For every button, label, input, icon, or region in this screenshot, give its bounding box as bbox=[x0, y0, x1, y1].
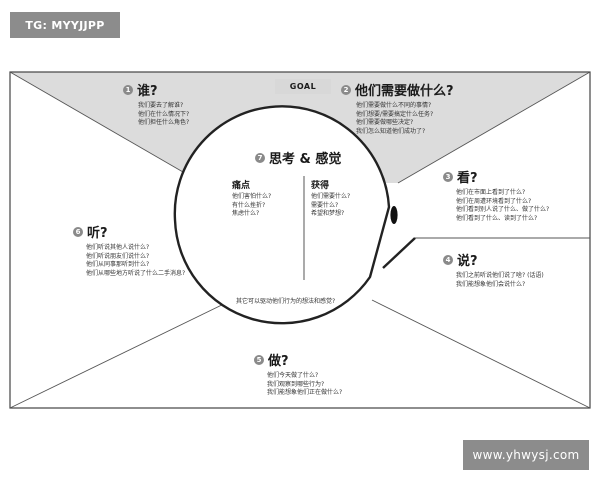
pains-title: 痛点 bbox=[232, 181, 251, 191]
do-what-item: 我们怎么知道他们成功了? bbox=[356, 127, 426, 135]
hear-item: 他们听说其他人说什么? bbox=[86, 244, 150, 251]
pains-block: 痛点 他们害怕什么? 有什么挫折? 焦虑什么? bbox=[232, 178, 271, 219]
pains-item: 有什么挫折? bbox=[232, 201, 266, 209]
do-title: 做? bbox=[268, 354, 289, 369]
do-what-number-badge: 2 bbox=[341, 84, 351, 95]
section-do-what: 2 他们需要做什么? 他们需要做什么不同的事情? 他们想要/需要搞定什么任务? 他… bbox=[341, 80, 454, 136]
diag-bottom-left bbox=[9, 299, 233, 409]
hear-item: 他们从哪些地方听说了什么二手消息? bbox=[86, 269, 186, 277]
gains-title: 获得 bbox=[311, 181, 330, 191]
think-feel-note: 其它可以驱动他们行为的想法和感觉? bbox=[236, 298, 336, 305]
do-what-item: 他们需要做哪些决定? bbox=[356, 119, 414, 127]
pains-item: 他们害怕什么? bbox=[232, 193, 272, 200]
head-outline bbox=[173, 105, 391, 325]
do-item: 他们今天做了什么? bbox=[267, 372, 319, 379]
diag-top-left bbox=[9, 71, 203, 184]
hear-number-badge: 6 bbox=[73, 226, 83, 237]
do-what-title: 他们需要做什么? bbox=[355, 84, 454, 99]
section-think-feel: 7 思考 & 感觉 bbox=[255, 148, 341, 167]
gains-item: 他们需要什么? bbox=[311, 193, 351, 200]
gains-item: 需要什么? bbox=[311, 201, 339, 209]
see-item: 他们在市面上看到了什么? bbox=[456, 189, 526, 196]
pains-item: 焦虑什么? bbox=[232, 210, 260, 218]
do-item: 我们观察到哪些行为? bbox=[267, 380, 325, 388]
gains-block: 获得 他们需要什么? 需要什么? 希望和梦想? bbox=[311, 178, 350, 219]
gains-item: 希望和梦想? bbox=[311, 210, 345, 218]
hear-title: 听? bbox=[87, 226, 108, 241]
who-item: 我们要去了解谁? bbox=[138, 102, 184, 109]
see-item: 他们看到了什么、读到了什么? bbox=[456, 214, 538, 222]
outer-frame bbox=[9, 71, 591, 409]
do-item: 我们能想象他们正在做什么? bbox=[267, 389, 343, 397]
section-say: 4 说? 我们之前听说他们说了啥? (话语) 我们能想象他们会说什么? bbox=[443, 250, 544, 289]
who-item: 他们在什么情况下? bbox=[138, 110, 190, 118]
hear-item: 他们听说朋友们说什么? bbox=[86, 252, 150, 260]
see-title: 看? bbox=[457, 171, 478, 186]
do-what-item: 他们想要/需要搞定什么任务? bbox=[356, 110, 434, 118]
who-number-badge: 1 bbox=[123, 84, 133, 95]
say-number-badge: 4 bbox=[443, 254, 453, 265]
hear-item: 他们从同事那听到什么? bbox=[86, 261, 150, 269]
who-title: 谁? bbox=[137, 84, 158, 99]
think-number-badge: 7 bbox=[255, 152, 265, 163]
watermark-bottom-right: www.yhwysj.com bbox=[463, 440, 589, 470]
see-item: 他们看到别人说了什么、做了什么? bbox=[456, 206, 550, 214]
do-number-badge: 5 bbox=[254, 354, 264, 365]
see-item: 他们在周遭环境看到了什么? bbox=[456, 197, 532, 205]
watermark-top-left: TG: MYYJJPP bbox=[10, 12, 120, 38]
say-title: 说? bbox=[457, 254, 478, 269]
section-who: 1 谁? 我们要去了解谁? 他们在什么情况下? 他们担任什么角色? bbox=[123, 80, 189, 128]
see-number-badge: 3 bbox=[443, 171, 453, 182]
eye-icon bbox=[390, 206, 398, 224]
section-see: 3 看? 他们在市面上看到了什么? 他们在周遭环境看到了什么? 他们看到别人说了什… bbox=[443, 167, 549, 223]
do-what-item: 他们需要做什么不同的事情? bbox=[356, 102, 432, 109]
say-item: 我们能想象他们会说什么? bbox=[456, 280, 526, 288]
diag-bottom-right bbox=[371, 299, 591, 409]
think-title: 思考 & 感觉 bbox=[269, 152, 342, 167]
section-do: 5 做? 他们今天做了什么? 我们观察到哪些行为? 我们能想象他们正在做什么? bbox=[254, 350, 342, 398]
diag-top-right bbox=[397, 71, 591, 184]
who-item: 他们担任什么角色? bbox=[138, 119, 190, 127]
goal-label: GOAL bbox=[275, 79, 331, 94]
say-item: 我们之前听说他们说了啥? (话语) bbox=[456, 272, 544, 279]
head-illustration bbox=[173, 105, 416, 325]
head-mouth-line bbox=[382, 237, 416, 269]
